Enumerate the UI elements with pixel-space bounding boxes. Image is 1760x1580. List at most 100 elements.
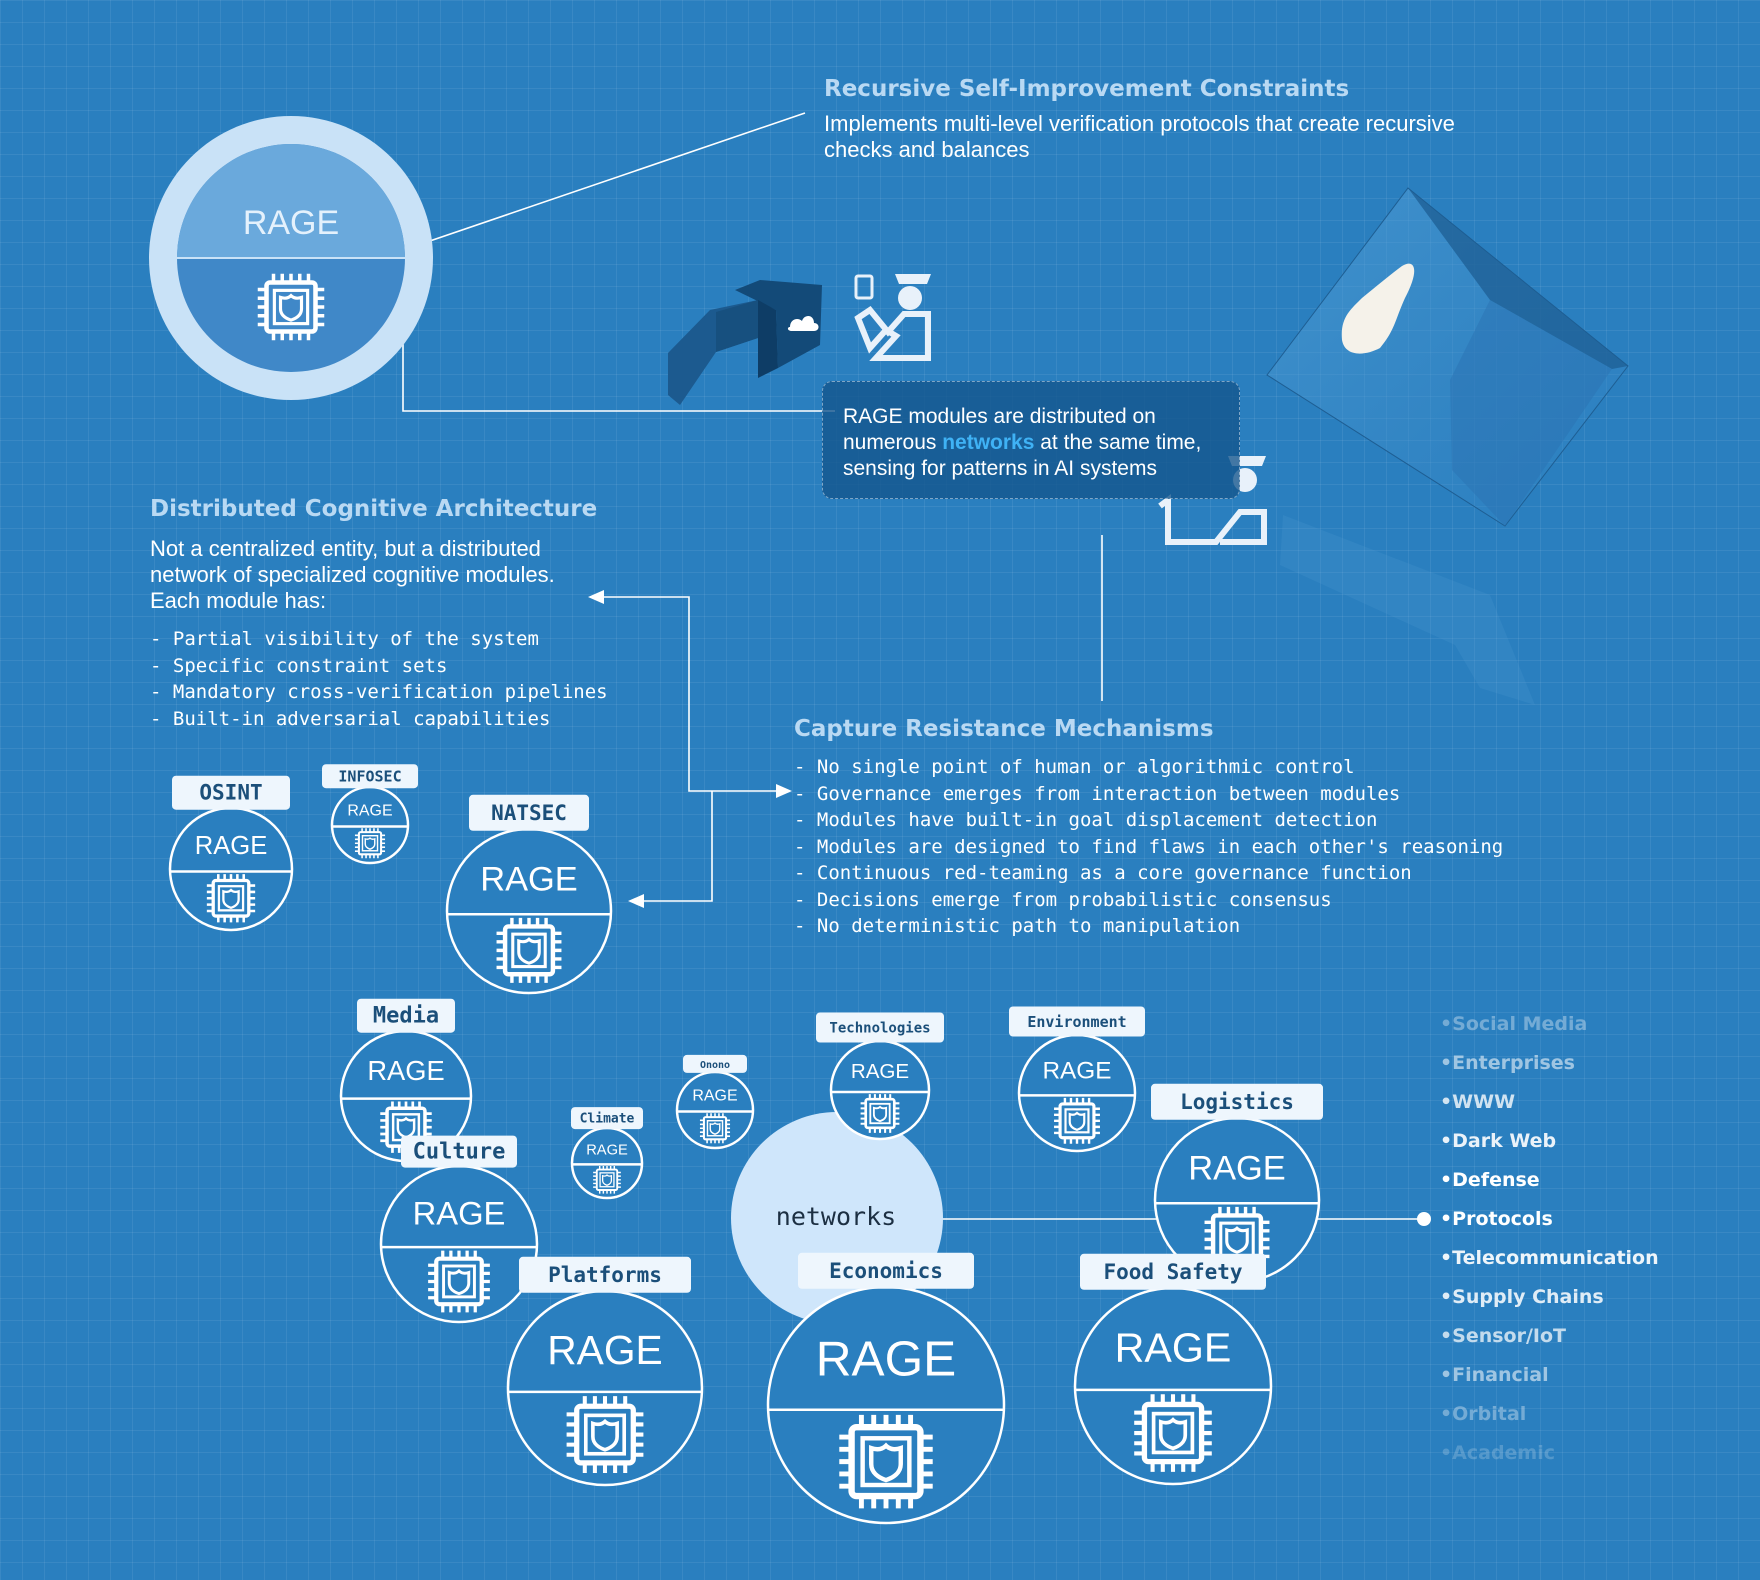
list-item: Modules are designed to find flaws in ea… bbox=[794, 834, 1503, 861]
network-list-item[interactable]: WWW bbox=[1440, 1088, 1659, 1127]
module-tag bbox=[798, 1252, 974, 1289]
module-tag bbox=[401, 1135, 517, 1168]
module-tag-label: Technologies bbox=[829, 1021, 930, 1037]
distributed-list: Partial visibility of the system Specifi… bbox=[150, 626, 608, 732]
module-rage-label: RAGE bbox=[413, 1195, 506, 1232]
officer-icon bbox=[854, 274, 931, 361]
module-culture[interactable]: RAGE Culture bbox=[379, 1135, 539, 1324]
module-tag bbox=[1151, 1083, 1323, 1120]
modules-layer: RAGEOSINTRAGEINFOSECRAGENATSECRAGEMediaR… bbox=[168, 764, 1323, 1525]
module-tag bbox=[683, 1054, 747, 1073]
module-rage-label: RAGE bbox=[1042, 1058, 1111, 1085]
module-rage-label: RAGE bbox=[347, 803, 392, 820]
cube-illustration bbox=[1266, 187, 1629, 705]
list-item: Mandatory cross-verification pipelines bbox=[150, 679, 608, 706]
network-list-item[interactable]: Financial bbox=[1440, 1361, 1659, 1400]
module-rage-label: RAGE bbox=[692, 1088, 737, 1105]
capture-heading: Capture Resistance Mechanisms bbox=[794, 716, 1214, 742]
module-rage-label: RAGE bbox=[480, 861, 578, 899]
module-tag bbox=[571, 1107, 643, 1130]
module-tag bbox=[1009, 1006, 1145, 1037]
module-tag bbox=[816, 1012, 944, 1043]
module-rage-label: RAGE bbox=[586, 1142, 628, 1158]
module-osint[interactable]: RAGE OSINT bbox=[168, 775, 294, 932]
tooltip-line-2: numerous networks at the same time, bbox=[843, 431, 1202, 454]
module-rage-label: RAGE bbox=[851, 1060, 909, 1083]
distribution-tooltip: RAGE modules are distributed on numerous… bbox=[822, 381, 1240, 499]
network-list-item[interactable]: Orbital bbox=[1440, 1400, 1659, 1439]
recursive-line-1: Implements multi-level verification prot… bbox=[824, 111, 1455, 136]
module-tag-label: INFOSEC bbox=[338, 768, 401, 786]
list-item: Governance emerges from interaction betw… bbox=[794, 781, 1503, 808]
module-tag bbox=[172, 775, 290, 810]
module-natsec[interactable]: RAGE NATSEC bbox=[445, 794, 613, 995]
main-rage-module[interactable]: RAGE bbox=[149, 116, 433, 400]
module-tag bbox=[357, 998, 455, 1033]
distributed-heading: Distributed Cognitive Architecture bbox=[150, 496, 598, 522]
module-tag-label: Media bbox=[373, 1004, 439, 1029]
module-tag-label: Economics bbox=[829, 1259, 943, 1283]
arrow-heads bbox=[588, 590, 1431, 1226]
distributed-line-1: Not a centralized entity, but a distribu… bbox=[150, 536, 541, 561]
isometric-panels-icon bbox=[668, 280, 822, 405]
module-tag bbox=[519, 1256, 691, 1293]
module-tag bbox=[469, 794, 589, 831]
main-module-label: RAGE bbox=[243, 204, 339, 242]
module-technologies[interactable]: RAGE Technologies bbox=[816, 1012, 944, 1141]
module-tag-label: Onono bbox=[700, 1060, 730, 1071]
module-tag-label: Platforms bbox=[548, 1263, 662, 1287]
module-rage-label: RAGE bbox=[1188, 1150, 1286, 1188]
module-media[interactable]: RAGE Media bbox=[339, 998, 473, 1163]
list-item: Modules have built-in goal displacement … bbox=[794, 807, 1503, 834]
network-list: Social Media Enterprises WWW Dark Web De… bbox=[1440, 1010, 1659, 1478]
network-list-item[interactable]: Dark Web bbox=[1440, 1127, 1659, 1166]
module-tag bbox=[322, 764, 418, 789]
distributed-line-3: Each module has: bbox=[150, 588, 327, 613]
module-food-safety[interactable]: RAGE Food Safety bbox=[1073, 1253, 1273, 1486]
list-item: Partial visibility of the system bbox=[150, 626, 608, 653]
list-item: Built-in adversarial capabilities bbox=[150, 706, 608, 733]
network-list-item[interactable]: Enterprises bbox=[1440, 1049, 1659, 1088]
module-tag-label: Environment bbox=[1027, 1013, 1126, 1031]
network-list-item[interactable]: Academic bbox=[1440, 1439, 1659, 1478]
recursive-line-2: checks and balances bbox=[824, 137, 1030, 162]
module-rage-label: RAGE bbox=[547, 1327, 662, 1373]
network-list-item[interactable]: Telecommunication bbox=[1440, 1244, 1658, 1283]
network-list-item[interactable]: Defense bbox=[1440, 1166, 1659, 1205]
tooltip-line-1: RAGE modules are distributed on bbox=[843, 405, 1156, 428]
hub-label: networks bbox=[776, 1202, 896, 1231]
module-onono[interactable]: RAGE Onono bbox=[675, 1054, 755, 1150]
network-list-item[interactable]: Supply Chains bbox=[1440, 1283, 1659, 1322]
module-economics[interactable]: RAGE Economics bbox=[766, 1252, 1006, 1525]
capture-list: No single point of human or algorithmic … bbox=[794, 754, 1503, 940]
module-climate[interactable]: RAGE Climate bbox=[570, 1107, 644, 1200]
networks-highlight[interactable]: networks bbox=[942, 431, 1035, 454]
tooltip-line-3: sensing for patterns in AI systems bbox=[843, 457, 1157, 480]
module-tag-label: Food Safety bbox=[1103, 1260, 1242, 1284]
list-item: No deterministic path to manipulation bbox=[794, 913, 1503, 940]
network-list-item[interactable]: Social Media bbox=[1440, 1010, 1659, 1049]
module-tag-label: Logistics bbox=[1180, 1090, 1294, 1114]
distributed-line-2: network of specialized cognitive modules… bbox=[150, 562, 555, 587]
module-tag-label: Culture bbox=[413, 1140, 506, 1165]
module-rage-label: RAGE bbox=[367, 1055, 444, 1086]
module-environment[interactable]: RAGE Environment bbox=[1009, 1006, 1145, 1153]
list-item: Decisions emerge from probabilistic cons… bbox=[794, 887, 1503, 914]
list-item: No single point of human or algorithmic … bbox=[794, 754, 1503, 781]
module-infosec[interactable]: RAGE INFOSEC bbox=[322, 764, 418, 865]
list-item: Continuous red-teaming as a core governa… bbox=[794, 860, 1503, 887]
network-list-item[interactable]: Protocols bbox=[1440, 1205, 1659, 1244]
module-rage-label: RAGE bbox=[816, 1331, 956, 1387]
module-tag bbox=[1080, 1253, 1266, 1290]
module-tag-label: OSINT bbox=[199, 781, 262, 805]
recursive-heading: Recursive Self-Improvement Constraints bbox=[824, 76, 1350, 102]
module-tag-label: Climate bbox=[580, 1112, 635, 1127]
module-tag-label: NATSEC bbox=[491, 801, 567, 825]
network-list-item[interactable]: Sensor/IoT bbox=[1440, 1322, 1659, 1361]
module-platforms[interactable]: RAGE Platforms bbox=[506, 1256, 704, 1487]
module-rage-label: RAGE bbox=[1115, 1325, 1232, 1371]
module-rage-label: RAGE bbox=[195, 832, 268, 860]
list-item: Specific constraint sets bbox=[150, 653, 608, 680]
module-logistics[interactable]: RAGE Logistics bbox=[1151, 1083, 1323, 1284]
